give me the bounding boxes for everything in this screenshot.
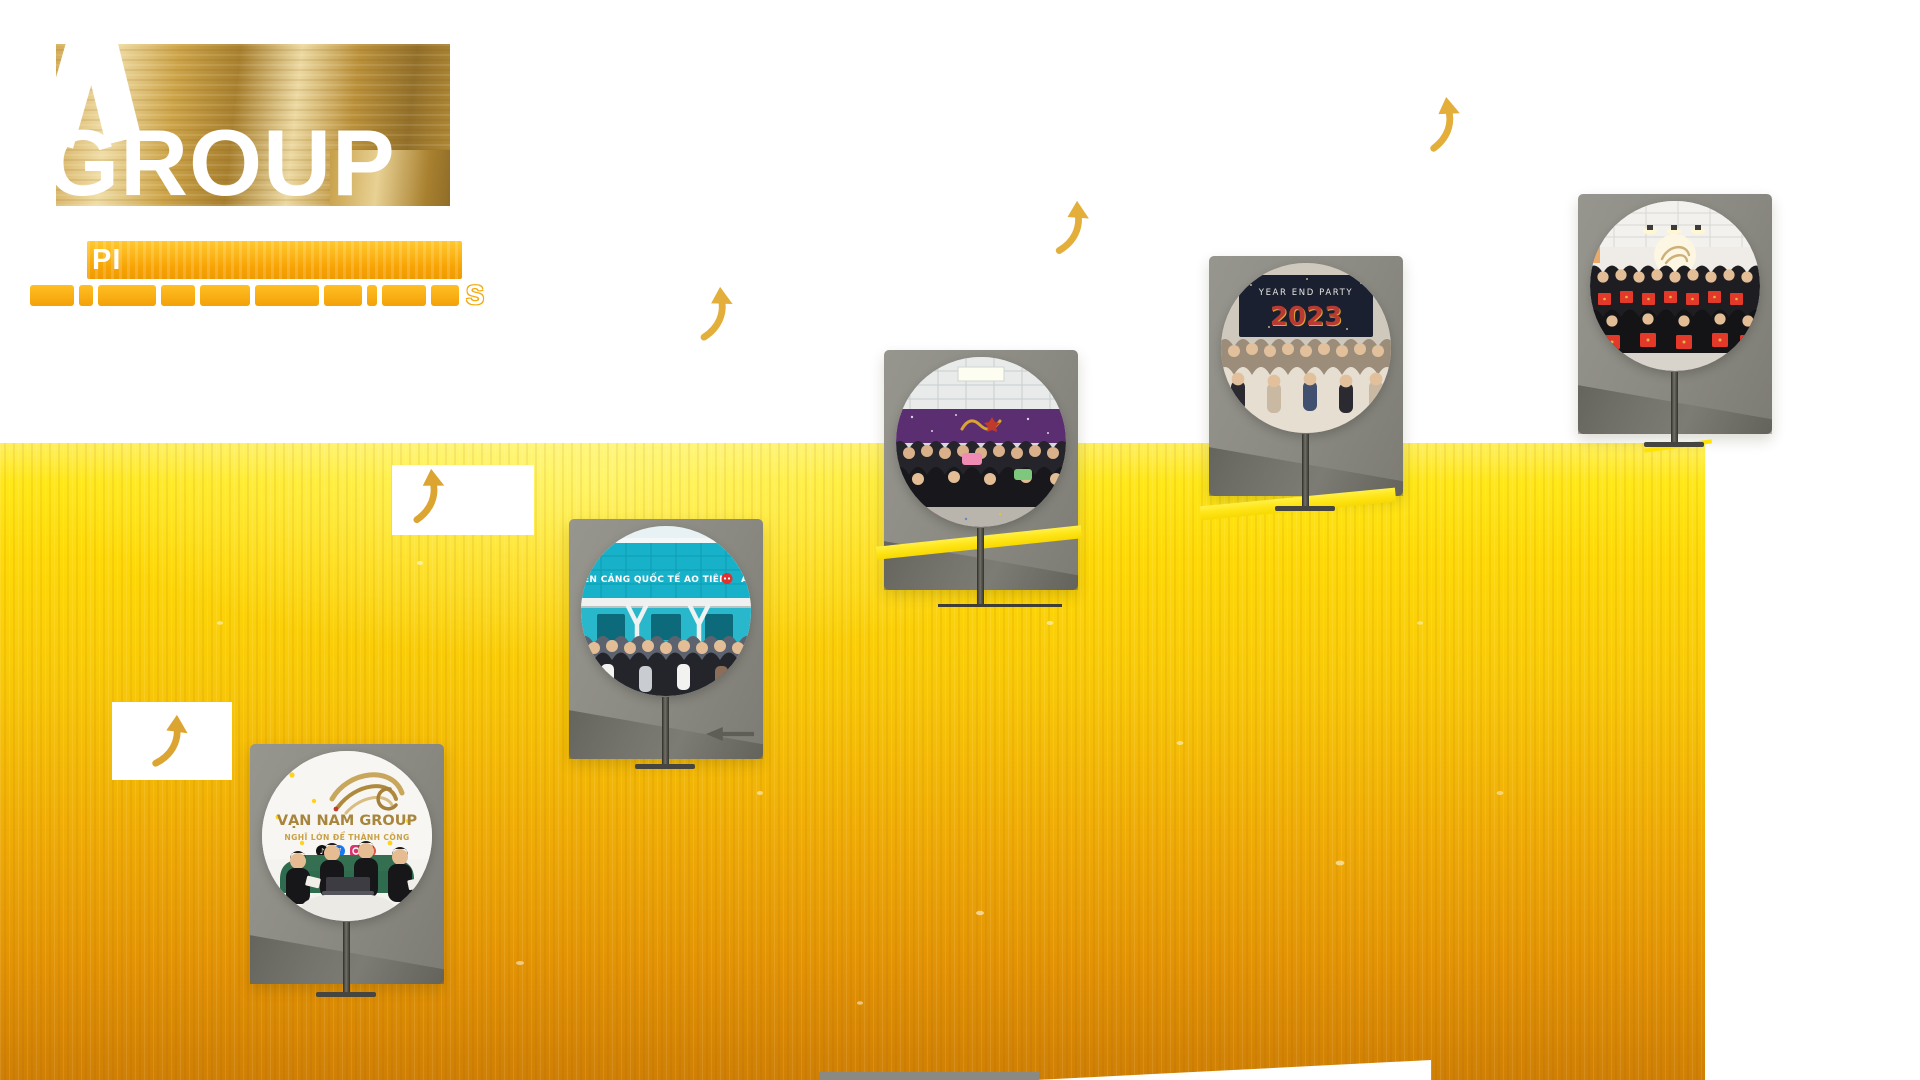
marker-3-base <box>938 604 1062 607</box>
marker-5-pole <box>1671 372 1678 446</box>
year-end-banner <box>1239 275 1373 337</box>
tagline-prefix: PI <box>92 243 122 276</box>
van-nam-title: VẠN NAM GROUP <box>277 813 418 829</box>
port-sign-text: ẾN CẢNG QUỐC TẾ AO TIÊN <box>583 572 727 585</box>
team-party-photo <box>896 357 1066 527</box>
marker-2-pole <box>662 697 669 768</box>
crowd <box>581 636 751 696</box>
red-giftbox-team-photo <box>1590 201 1760 371</box>
white-notch <box>392 465 534 535</box>
van-nam-logo-photo: VẠN NAM GROUP NGHĨ LỚN ĐỂ THÀNH CÔNG ♪ f <box>262 751 432 921</box>
marker-4-pole <box>1302 434 1309 510</box>
canopy-columns <box>625 603 711 645</box>
marker-4-base <box>1275 506 1335 511</box>
brand-tagline-bar: PI <box>87 241 462 279</box>
port-red-logo <box>721 573 733 584</box>
growth-arrow-icon <box>1055 200 1089 254</box>
timeline-marker-2-card: ẾN CẢNG QUỐC TẾ AO TIÊN A <box>569 519 763 759</box>
port-sign-tail: A <box>741 574 749 585</box>
svg-text:♪: ♪ <box>319 847 324 856</box>
marker-1-pole <box>343 922 350 996</box>
pink-sign <box>962 453 982 465</box>
tagline2-suffix: S <box>466 280 485 310</box>
marker-3-pole <box>977 528 984 604</box>
white-notch <box>112 702 232 780</box>
gray-sliver <box>819 1072 1039 1080</box>
brand-tagline-2: S <box>30 280 485 310</box>
marker-5-base <box>1644 442 1704 447</box>
marker-2-base <box>635 764 695 769</box>
brand-group-word: GROUP <box>46 110 396 215</box>
office-team-scene <box>280 841 423 921</box>
growth-arrow-icon <box>413 468 445 524</box>
growth-arrow-icon <box>1430 97 1460 152</box>
wall-glow-logo <box>1654 234 1696 276</box>
timeline-marker-3-card <box>884 350 1078 590</box>
ceiling-spotlights <box>1643 225 1705 235</box>
year-end-title: YEAR END PARTY <box>1258 288 1353 298</box>
growth-arrow-icon <box>700 286 733 341</box>
timeline-marker-4-card: YEAR END PARTY 2023 <box>1209 256 1403 496</box>
van-nam-slogan: NGHĨ LỚN ĐỂ THÀNH CÔNG <box>284 832 409 842</box>
timeline-marker-5-card <box>1578 194 1772 434</box>
green-sign <box>1014 469 1032 480</box>
crowd <box>1221 339 1391 433</box>
ao-tien-port-photo: ẾN CẢNG QUỐC TẾ AO TIÊN A <box>581 526 751 696</box>
gold-sparkles <box>156 561 1504 1005</box>
growth-arrow-icon <box>152 714 188 767</box>
year-end-year: 2023 <box>1270 302 1342 332</box>
year-end-party-photo: YEAR END PARTY 2023 <box>1221 263 1391 433</box>
brand-logo-plate-band <box>330 150 450 206</box>
van-nam-swoosh-logo <box>329 772 405 815</box>
marker-1-base <box>316 992 376 997</box>
